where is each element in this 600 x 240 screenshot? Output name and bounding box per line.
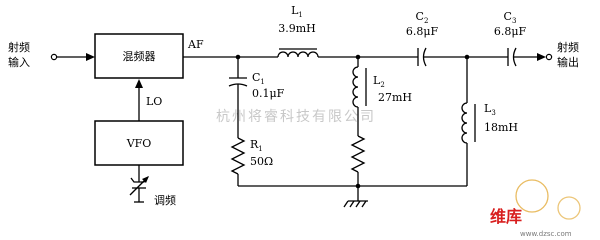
c2-value: 6.8μF: [406, 25, 439, 38]
rf-input-label-2: 输入: [8, 55, 30, 69]
l2-designator: L2: [373, 74, 385, 89]
lo-arrow: [135, 79, 143, 121]
ground-icon: [343, 186, 368, 208]
rf-input-label-1: 射频: [8, 40, 30, 54]
rf-output-label-2: 输出: [557, 55, 579, 69]
l2-value: 27mH: [378, 91, 412, 104]
rf-output-label-1: 射频: [557, 40, 579, 54]
svg-text:www.dzsc.com: www.dzsc.com: [520, 230, 572, 238]
c2-designator: C2: [416, 10, 429, 25]
rf-input-terminal: [50, 53, 95, 61]
af-label: AF: [187, 38, 204, 51]
mixer-label: 混频器: [123, 49, 156, 63]
resistor-r1: [230, 137, 246, 175]
inductor-l1: [277, 51, 319, 58]
inductor-l3: [461, 102, 468, 144]
c1-designator: C1: [252, 71, 265, 86]
l3-designator: L3: [484, 102, 496, 117]
rf-output-terminal: [514, 53, 553, 61]
c3-designator: C3: [504, 10, 517, 25]
l1-value: 3.9mH: [278, 22, 316, 35]
inductor-l2: [352, 66, 359, 108]
r1-designator: R1: [250, 138, 263, 153]
l1-designator: L1: [291, 4, 303, 19]
l3-value: 18mH: [484, 121, 518, 134]
capacitor-c3: [507, 47, 517, 67]
mixer-block: [94, 33, 184, 79]
svg-text:维库: 维库: [490, 207, 522, 226]
c1-value: 0.1μF: [252, 87, 285, 100]
varactor-icon: [129, 165, 149, 203]
tuning-label: 调频: [154, 193, 176, 207]
c3-value: 6.8μF: [494, 25, 527, 38]
r1-value: 50Ω: [250, 155, 273, 168]
vfo-label: VFO: [126, 137, 152, 150]
resistor-r2: [350, 135, 366, 173]
watermark-text: 杭州将睿科技有限公司: [216, 109, 376, 125]
site-logo: 维库 www.dzsc.com: [490, 179, 581, 238]
lo-label: LO: [146, 95, 162, 108]
capacitor-c2: [417, 47, 427, 67]
